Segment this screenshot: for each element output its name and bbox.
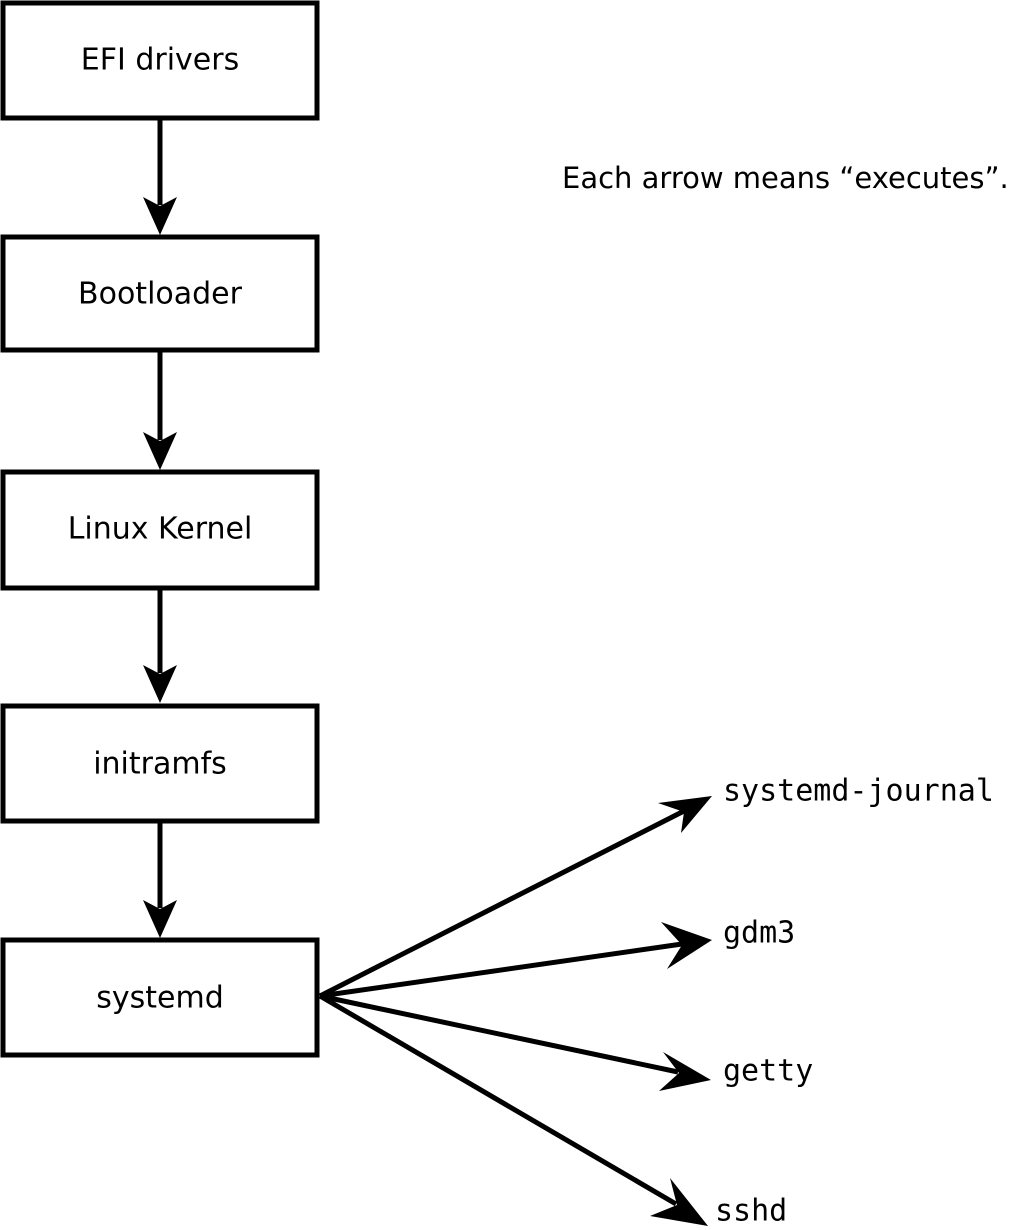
arrow-head-icon xyxy=(661,922,712,969)
edge-bootloader-to-linux-kernel xyxy=(143,352,177,470)
systemd-fanout-edges xyxy=(318,796,712,1226)
edge-systemd-to-getty xyxy=(319,993,711,1091)
edge-systemd-to-systemd-journal xyxy=(318,796,712,999)
arrow-head-icon xyxy=(143,197,177,235)
node-box-outline xyxy=(0,703,320,824)
chain-connectors xyxy=(143,118,177,938)
arrow-head-icon xyxy=(143,665,177,703)
edge-systemd-to-gdm3 xyxy=(319,922,712,999)
arrow-head-icon xyxy=(658,796,712,833)
leaf-label: getty xyxy=(723,1054,813,1089)
arrow-head-icon xyxy=(659,1052,711,1091)
node-label: EFI drivers xyxy=(81,43,239,78)
chain-node-systemd[interactable]: systemd xyxy=(0,937,320,1058)
leaf-node-getty[interactable]: getty xyxy=(723,1054,813,1089)
leaf-node-systemd-journal[interactable]: systemd-journal xyxy=(723,774,994,809)
leaf-label: sshd xyxy=(715,1194,787,1229)
edge-initramfs-to-systemd xyxy=(143,823,177,938)
node-label: systemd xyxy=(96,981,224,1016)
arrow-head-icon xyxy=(143,900,177,938)
edge-efi-drivers-to-bootloader xyxy=(143,118,177,235)
edge-line xyxy=(318,993,678,1207)
leaf-label: systemd-journal xyxy=(723,774,994,809)
edge-line xyxy=(319,993,679,1075)
node-label: initramfs xyxy=(93,747,227,782)
node-label: Linux Kernel xyxy=(68,512,253,547)
edge-linux-kernel-to-initramfs xyxy=(143,590,177,703)
chain-node-linux-kernel[interactable]: Linux Kernel xyxy=(0,469,320,591)
chain-node-bootloader[interactable]: Bootloader xyxy=(0,234,320,353)
chain-node-efi-drivers[interactable]: EFI drivers xyxy=(0,0,320,121)
node-box-outline xyxy=(0,0,320,121)
edge-line xyxy=(319,941,683,999)
chain-node-initramfs[interactable]: initramfs xyxy=(0,703,320,824)
leaf-label: gdm3 xyxy=(723,916,795,951)
arrow-head-icon xyxy=(143,432,177,470)
arrow-meaning-annotation: Each arrow means “executes”. xyxy=(562,161,1009,195)
edge-systemd-to-sshd xyxy=(318,993,708,1226)
leaf-node-gdm3[interactable]: gdm3 xyxy=(723,916,795,951)
arrow-head-icon xyxy=(650,1178,708,1226)
leaf-node-sshd[interactable]: sshd xyxy=(715,1194,787,1229)
edge-line xyxy=(318,808,686,999)
node-label: Bootloader xyxy=(78,277,243,312)
node-box-outline xyxy=(0,937,320,1058)
node-box-outline xyxy=(0,469,320,591)
node-box-outline xyxy=(0,234,320,353)
